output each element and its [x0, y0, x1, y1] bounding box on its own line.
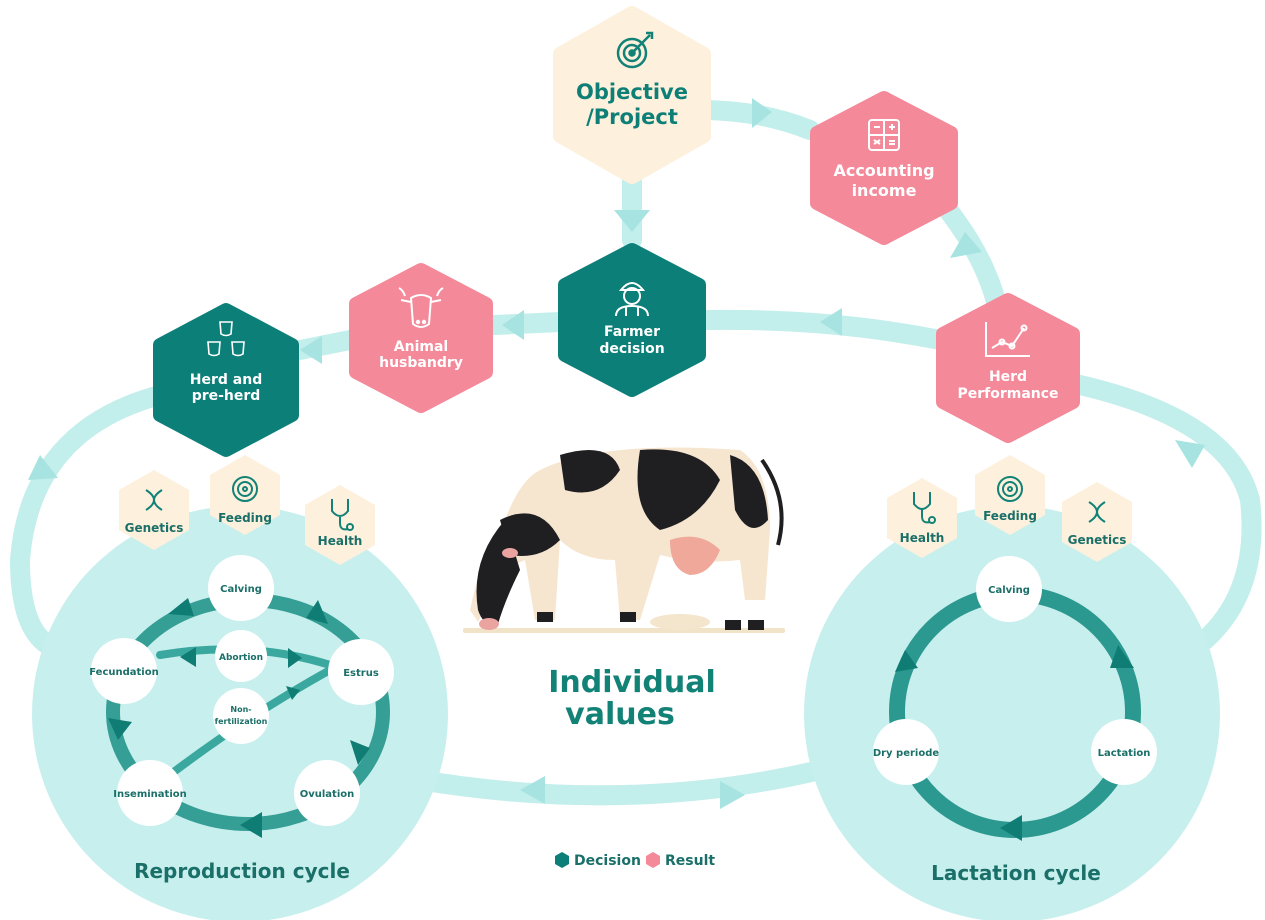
svg-text:Ovulation: Ovulation — [300, 789, 355, 800]
calculator-icon — [868, 119, 900, 151]
svg-text:Health: Health — [318, 534, 363, 548]
svg-text:Objective: Objective — [576, 80, 688, 104]
stethoscope-icon — [331, 499, 354, 531]
node-calving: Calving — [208, 555, 274, 621]
hex-herd-pre-herd: Herd and pre-herd — [153, 303, 299, 457]
svg-text:decision: decision — [599, 341, 664, 357]
node-dry-periode: Dry periode — [873, 719, 940, 785]
svg-text:/Project: /Project — [586, 105, 678, 129]
factor-feeding-left: Feeding — [210, 455, 280, 535]
legend-decision: Decision — [555, 852, 641, 869]
node-non-fertilization: Non- fertilization — [213, 688, 269, 744]
svg-text:Herd: Herd — [989, 369, 1027, 385]
svg-text:Calving: Calving — [988, 585, 1030, 596]
legend: Decision Result — [555, 852, 715, 869]
svg-text:Dry periode: Dry periode — [873, 748, 940, 759]
svg-text:Fecundation: Fecundation — [89, 667, 158, 678]
hex-accounting-income: Accounting income — [810, 91, 958, 245]
node-lactation: Lactation — [1091, 719, 1157, 785]
hex-objective: Objective /Project — [553, 6, 711, 184]
svg-text:Health: Health — [900, 531, 945, 545]
herd-icon — [207, 321, 245, 357]
reproduction-factors: Genetics Feeding Health — [119, 455, 375, 565]
svg-text:Performance: Performance — [957, 386, 1058, 402]
reproduction-nodes: Calving Estrus Ovulation Insemination Fe… — [89, 555, 394, 826]
hay-bale-icon — [232, 476, 258, 502]
svg-text:Non-: Non- — [230, 705, 251, 714]
farmer-icon — [615, 282, 649, 317]
factor-genetics-right: Genetics — [1062, 482, 1132, 562]
decision-hex-icon — [555, 852, 569, 868]
svg-text:Abortion: Abortion — [219, 653, 263, 663]
lactation-cycle-title: Lactation cycle — [931, 861, 1101, 885]
hay-bale-icon — [997, 476, 1023, 502]
flow-arrows — [9, 100, 1262, 806]
svg-text:Insemination: Insemination — [113, 789, 187, 800]
target-icon — [616, 31, 654, 69]
flow-between-cycles — [410, 760, 830, 806]
stethoscope-icon — [913, 492, 936, 524]
reproduction-ring-arrowheads — [108, 598, 370, 838]
hex-herd-performance: Herd Performance — [936, 293, 1080, 443]
center-title-line2: values — [565, 697, 675, 732]
flow-herd-reproduction — [9, 385, 170, 660]
node-fecundation: Fecundation — [89, 638, 159, 704]
lactation-nodes: Calving Lactation Dry periode — [873, 556, 1157, 785]
svg-text:Feeding: Feeding — [983, 509, 1037, 523]
cow-head-icon — [398, 287, 444, 328]
factor-health-left: Health — [305, 485, 375, 565]
cow-illustration — [463, 447, 785, 633]
svg-text:Result: Result — [665, 853, 715, 869]
line-chart-icon — [985, 322, 1030, 357]
dna-icon — [1088, 501, 1106, 523]
dna-icon — [145, 489, 163, 511]
svg-text:Accounting: Accounting — [833, 161, 934, 180]
node-abortion: Abortion — [215, 630, 267, 682]
node-lactation-calving: Calving — [976, 556, 1042, 622]
svg-text:Herd and: Herd and — [190, 372, 262, 388]
factor-health-right: Health — [887, 478, 957, 558]
flow-lactation-performance — [1070, 375, 1262, 650]
svg-text:Lactation: Lactation — [1098, 748, 1151, 759]
svg-text:Calving: Calving — [220, 584, 262, 595]
node-insemination: Insemination — [113, 760, 187, 826]
svg-text:fertilization: fertilization — [215, 717, 268, 726]
svg-text:Genetics: Genetics — [125, 521, 184, 535]
reproduction-cycle-title: Reproduction cycle — [134, 859, 350, 883]
center-title-line1: Individual — [548, 665, 715, 700]
result-hex-icon — [646, 852, 660, 868]
node-ovulation: Ovulation — [294, 760, 360, 826]
lactation-factors: Health Feeding Genetics — [887, 455, 1132, 562]
svg-text:husbandry: husbandry — [379, 355, 463, 371]
node-estrus: Estrus — [328, 639, 394, 705]
svg-text:Farmer: Farmer — [604, 324, 660, 340]
svg-text:Decision: Decision — [574, 853, 641, 869]
svg-text:Genetics: Genetics — [1068, 533, 1127, 547]
lactation-ring-arrowheads — [895, 645, 1134, 841]
flow-arrowheads — [28, 98, 1205, 809]
svg-text:income: income — [852, 181, 917, 200]
svg-text:pre-herd: pre-herd — [192, 388, 261, 404]
legend-result: Result — [646, 852, 715, 869]
factor-feeding-right: Feeding — [975, 455, 1045, 535]
svg-text:Estrus: Estrus — [343, 668, 379, 679]
factor-genetics-left: Genetics — [119, 470, 189, 550]
svg-text:Animal: Animal — [394, 339, 448, 355]
hex-animal-husbandry: Animal husbandry — [349, 263, 493, 413]
lactation-cycle-circle — [804, 506, 1220, 920]
hex-farmer-decision: Farmer decision — [558, 243, 706, 397]
svg-text:Feeding: Feeding — [218, 511, 272, 525]
